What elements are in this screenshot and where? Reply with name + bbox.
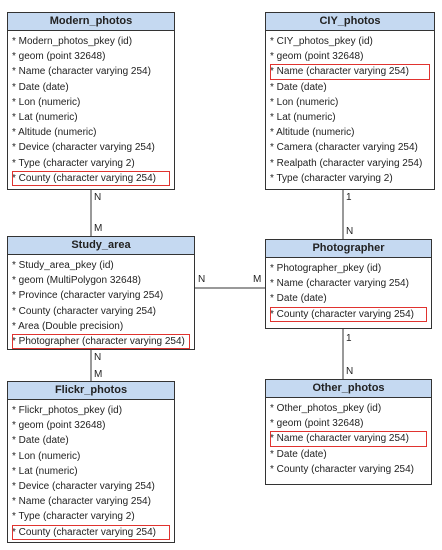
card-study-photographer-to: M: [253, 274, 262, 285]
entity-field: * Lon (numeric): [12, 96, 81, 108]
field-list: * CIY_photos_pkey (id) * geom (point 3264…: [266, 31, 434, 186]
entity-field: * Date (date): [270, 293, 327, 305]
entity-field: * Lon (numeric): [12, 450, 81, 462]
entity-title: Photographer: [266, 240, 431, 258]
entity-field: * Camera (character varying 254): [270, 142, 418, 154]
entity-title: Study_area: [8, 237, 194, 255]
entity-field: * Lon (numeric): [270, 96, 339, 108]
field-list: * Other_photos_pkey (id) * geom (point 32…: [266, 398, 431, 477]
card-photographer-other-from: 1: [346, 333, 352, 344]
entity-field: * Other_photos_pkey (id): [270, 403, 382, 414]
highlighted-field: * County (character varying 254): [270, 306, 427, 322]
entity-field: * Type (character varying 2): [12, 157, 135, 169]
entity-field: * Province (character varying 254): [12, 290, 164, 302]
entity-field: * Device (character varying 254): [12, 142, 155, 154]
entity-field: * Name (character varying 254): [12, 496, 151, 508]
card-modern-study-to: M: [94, 223, 103, 234]
entity-field: * Name (character varying 254): [12, 66, 151, 78]
entity-field: * Name (character varying 254): [270, 278, 409, 290]
highlighted-field: * Photographer (character varying 254): [12, 333, 190, 350]
highlighted-field: * County (character varying 254): [12, 524, 170, 540]
field-list: * Flickr_photos_pkey (id) * geom (point 3…: [8, 400, 174, 540]
entity-field: * Date (date): [12, 81, 69, 93]
card-modern-study-from: N: [94, 192, 102, 203]
entity-field: * Flickr_photos_pkey (id): [12, 405, 123, 416]
field-list: * Modern_photos_pkey (id) * geom (point 3…: [8, 31, 174, 186]
entity-field: * Photographer_pkey (id): [270, 263, 382, 274]
entity-ciy-photos: CIY_photos * CIY_photos_pkey (id) * geom …: [265, 12, 435, 190]
entity-photographer: Photographer * Photographer_pkey (id) * N…: [265, 239, 432, 329]
entity-field: * Type (character varying 2): [12, 511, 135, 523]
entity-field: * Date (date): [12, 435, 69, 447]
card-photographer-other-to: N: [346, 366, 354, 377]
entity-title: Other_photos: [266, 380, 431, 398]
entity-title: Modern_photos: [8, 13, 174, 31]
field-list: * Photographer_pkey (id) * Name (characte…: [266, 258, 431, 322]
entity-field: * County (character varying 254): [270, 463, 414, 475]
entity-field: * geom (point 32648): [270, 51, 364, 63]
entity-other-photos: Other_photos * Other_photos_pkey (id) * g…: [265, 379, 432, 485]
entity-field: * geom (MultiPolygon 32648): [12, 275, 141, 287]
entity-field: * Lat (numeric): [270, 111, 336, 123]
entity-modern-photos: Modern_photos * Modern_photos_pkey (id)*…: [7, 12, 175, 190]
entity-field: * Modern_photos_pkey (id): [12, 36, 133, 47]
entity-field: * Study_area_pkey (id): [12, 260, 114, 271]
entity-field: * Realpath (character varying 254): [270, 157, 423, 169]
entity-field: * Area (Double precision): [12, 320, 124, 332]
entity-field: * Date (date): [270, 448, 327, 460]
entity-field: * Altitude (numeric): [12, 127, 97, 139]
highlighted-field: * Name (character varying 254): [270, 431, 427, 447]
field-list: * Study_area_pkey (id) * geom (MultiPolyg…: [8, 255, 194, 350]
entity-field: * CIY_photos_pkey (id): [270, 36, 373, 47]
card-study-photographer-from: N: [198, 274, 206, 285]
card-study-flickr-to: M: [94, 369, 103, 380]
entity-field: * Altitude (numeric): [270, 127, 355, 139]
entity-field: * geom (point 32648): [12, 420, 106, 432]
highlighted-field: * County (character varying 254): [12, 170, 170, 186]
entity-title: Flickr_photos: [8, 382, 174, 400]
entity-title: CIY_photos: [266, 13, 434, 31]
entity-field: * Device (character varying 254): [12, 480, 155, 492]
entity-field: * County (character varying 254): [12, 305, 156, 317]
entity-field: * geom (point 32648): [270, 418, 364, 430]
card-ciy-photographer-to: N: [346, 226, 354, 237]
entity-field: * Date (date): [270, 81, 327, 93]
highlighted-field: * Name (character varying 254): [270, 64, 430, 80]
entity-field: * geom (point 32648): [12, 51, 106, 63]
entity-field: * Lat (numeric): [12, 465, 78, 477]
entity-study-area: Study_area * Study_area_pkey (id) * geom …: [7, 236, 195, 350]
card-study-flickr-from: N: [94, 352, 102, 363]
entity-flickr-photos: Flickr_photos * Flickr_photos_pkey (id)*…: [7, 381, 175, 543]
entity-field: * Type (character varying 2): [270, 172, 393, 184]
entity-field: * Lat (numeric): [12, 111, 78, 123]
card-ciy-photographer-from: 1: [346, 192, 352, 203]
